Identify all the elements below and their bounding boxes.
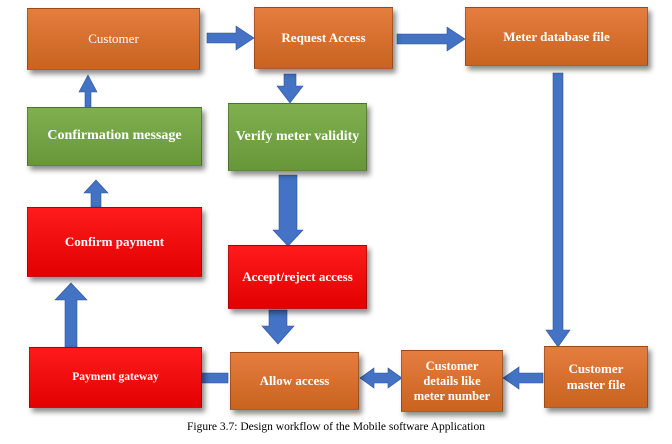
arrow-request-to-meterdb — [396, 26, 466, 52]
node-request-access: Request Access — [254, 7, 393, 69]
arrow-confirmpay-to-confirmation — [83, 179, 109, 208]
node-customer-master-file: Customer master file — [544, 346, 648, 408]
arrow-gateway-to-confirmpay — [54, 282, 88, 348]
node-confirm-payment: Confirm payment — [27, 207, 202, 277]
arrow-accept-to-allow — [261, 309, 295, 345]
arrow-verify-to-accept — [272, 174, 304, 247]
arrow-customer-to-request — [206, 25, 255, 51]
node-confirmation-message: Confirmation message — [27, 107, 202, 166]
node-verify-meter-validity: Verify meter validity — [228, 103, 367, 171]
node-customer: Customer — [27, 8, 200, 70]
node-customer-details: Customer details like meter number — [401, 350, 503, 412]
arrow-request-to-verify — [276, 73, 304, 104]
arrow-meterdb-to-master — [545, 72, 571, 348]
arrow-master-to-details — [502, 366, 544, 390]
node-accept-reject-access: Accept/reject access — [228, 245, 367, 309]
arrow-confirmation-to-customer — [78, 74, 98, 109]
node-payment-gateway: Payment gateway — [29, 347, 202, 408]
node-allow-access: Allow access — [230, 352, 359, 410]
arrow-allow-details-double — [359, 367, 403, 389]
node-meter-database-file: Meter database file — [465, 7, 648, 66]
figure-caption: Figure 3.7: Design workflow of the Mobil… — [187, 421, 485, 433]
